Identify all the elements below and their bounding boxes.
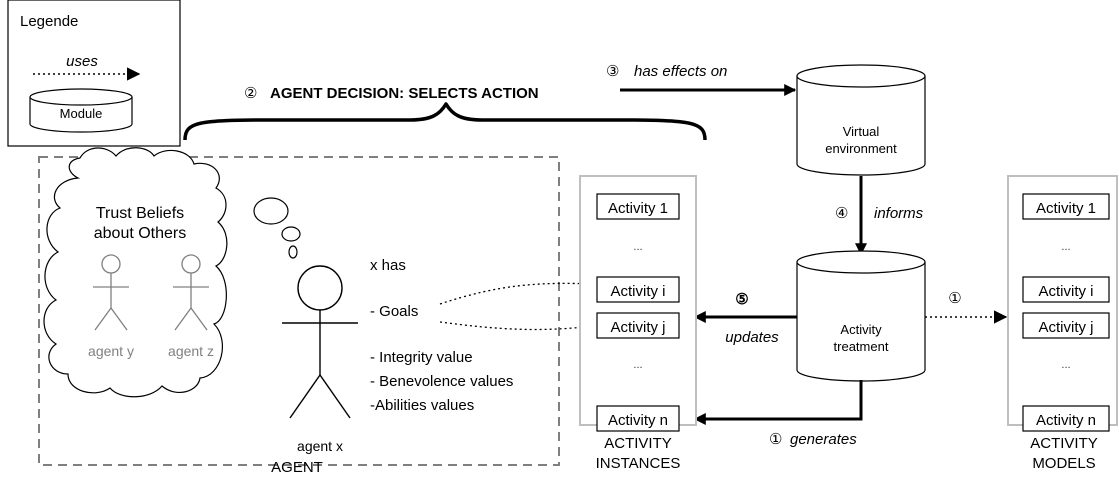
activity-instance-label: Activity 1 bbox=[608, 200, 668, 217]
legend-module-label: Module bbox=[60, 106, 103, 121]
trust-beliefs-title-line1: Trust Beliefs bbox=[96, 205, 184, 222]
activity-treatment-label-line1: Activity bbox=[840, 322, 882, 337]
trust-beliefs-title-line2: about Others bbox=[94, 225, 187, 242]
activity-instance-ellipsis: ... bbox=[633, 359, 642, 371]
activity-treatment-label-line2: treatment bbox=[834, 339, 889, 354]
activity-instance-item-n: Activity n bbox=[596, 405, 680, 432]
activity-model-ellipsis: ... bbox=[1061, 359, 1070, 371]
activity-instances-caption-line2: INSTANCES bbox=[596, 455, 681, 472]
generates-arrow bbox=[693, 380, 863, 425]
updates-label: updates bbox=[725, 329, 779, 346]
activity-model-label: Activity n bbox=[1036, 412, 1096, 429]
activity-models-caption-line1: ACTIVITY bbox=[1030, 435, 1098, 452]
activity-instance-item-i: Activity i bbox=[596, 276, 680, 303]
activity-instance-item-1: Activity 1 bbox=[596, 193, 680, 220]
activity-model-label: Activity i bbox=[1038, 283, 1093, 300]
generates-label: generates bbox=[790, 431, 857, 448]
virtual-environment-label-line1: Virtual bbox=[843, 124, 880, 139]
agent-boundary bbox=[38, 156, 560, 466]
activity-model-item-1: Activity 1 bbox=[1022, 193, 1110, 220]
activity-instance-item-j: Activity j bbox=[596, 312, 680, 339]
activity-model-item-n: Activity n bbox=[1022, 405, 1110, 432]
goals-label: - Goals bbox=[370, 303, 418, 320]
thought-bubbles bbox=[253, 197, 301, 259]
legend: Legende uses Module bbox=[7, 0, 181, 147]
models-step-marker: ① bbox=[948, 290, 961, 307]
goals-to-activity-j-arrow bbox=[439, 321, 597, 333]
activity-model-label: Activity 1 bbox=[1036, 200, 1096, 217]
effects-label: has effects on bbox=[634, 63, 727, 80]
agent-x-figure bbox=[282, 265, 358, 419]
activity-model-item-i: Activity i bbox=[1022, 276, 1110, 303]
activity-model-ellipsis: ... bbox=[1061, 241, 1070, 253]
legend-module-cylinder bbox=[29, 88, 133, 133]
activity-instance-label: Activity j bbox=[610, 319, 665, 336]
informs-label: informs bbox=[874, 205, 924, 222]
trust-beliefs-cloud bbox=[43, 147, 228, 398]
agent-caption: AGENT bbox=[271, 459, 323, 476]
agent-y-figure bbox=[93, 254, 129, 331]
activity-treatment-module: Activity treatment bbox=[796, 250, 926, 382]
informs-step-marker: ④ bbox=[835, 205, 848, 222]
legend-uses-label: uses bbox=[66, 53, 98, 70]
agent-z-figure bbox=[173, 254, 209, 331]
virtual-environment-label-line2: environment bbox=[825, 141, 897, 156]
legend-title: Legende bbox=[20, 13, 78, 30]
agent-z-label: agent z bbox=[168, 343, 214, 359]
activity-models-caption-line2: MODELS bbox=[1032, 455, 1095, 472]
decision-step-marker: ② bbox=[244, 85, 257, 102]
activity-instance-label: Activity i bbox=[610, 283, 665, 300]
activity-instance-ellipsis: ... bbox=[633, 241, 642, 253]
integrity-label: - Integrity value bbox=[370, 349, 473, 366]
virtual-environment-module: Virtual environment bbox=[796, 64, 926, 176]
activity-model-label: Activity j bbox=[1038, 319, 1093, 336]
abilities-label: -Abilities values bbox=[370, 397, 474, 414]
agent-x-label: agent x bbox=[297, 438, 343, 454]
activity-model-item-j: Activity j bbox=[1022, 312, 1110, 339]
goals-to-activity-i-arrow bbox=[439, 277, 597, 305]
benevolence-label: - Benevolence values bbox=[370, 373, 513, 390]
activity-instances-caption-line1: ACTIVITY bbox=[604, 435, 672, 452]
x-has-label: x has bbox=[370, 257, 406, 274]
agent-y-label: agent y bbox=[88, 343, 134, 359]
decision-label: AGENT DECISION: SELECTS ACTION bbox=[270, 85, 539, 102]
updates-step-marker: ⑤ bbox=[735, 291, 748, 308]
activity-instance-label: Activity n bbox=[608, 412, 668, 429]
effects-step-marker: ③ bbox=[606, 63, 619, 80]
decision-brace bbox=[183, 102, 707, 141]
generates-step-marker: ① bbox=[769, 431, 782, 448]
